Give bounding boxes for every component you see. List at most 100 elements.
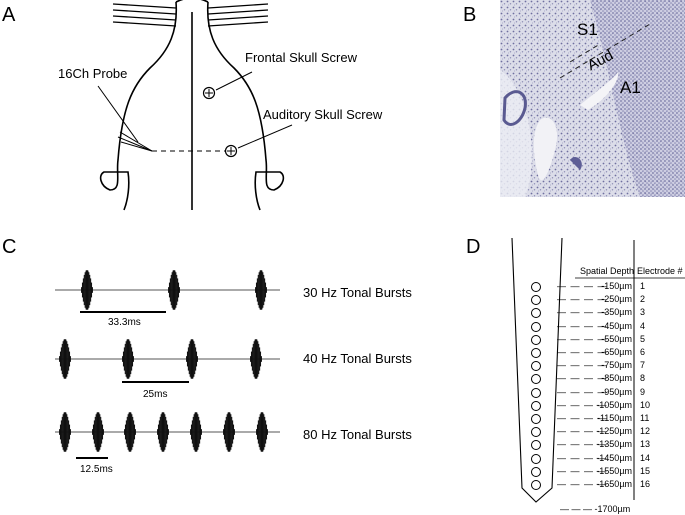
- electrode-depth: -1550µm: [596, 465, 632, 476]
- electrode-site-circle: [531, 400, 541, 411]
- electrode-site-circle: [531, 295, 541, 306]
- tonal-burst: [223, 412, 235, 452]
- electrode-depth: -750µm: [601, 360, 632, 371]
- probe-label: 16Ch Probe: [58, 66, 128, 81]
- electrode-site-circle: [531, 308, 541, 319]
- tonal-burst: [122, 339, 134, 379]
- electrode-depth-dashes: — — — —: [557, 452, 608, 463]
- frontal-skull-screw-label: Frontal Skull Screw: [245, 50, 357, 65]
- electrode-depth-dashes: — — — —: [557, 386, 608, 397]
- electrode-number: 13: [640, 439, 651, 450]
- electrode-site-circle: [531, 387, 541, 398]
- electrode-depth-dashes: — — — —: [557, 465, 608, 476]
- skull-diagram: [97, 0, 293, 211]
- tonal-burst: [255, 270, 267, 310]
- electrode-depth: -1650µm: [596, 479, 632, 489]
- row-30hz-label: 30 Hz Tonal Bursts: [303, 285, 412, 300]
- electrode-depth-dashes: — — — —: [557, 439, 608, 450]
- electrode-number: 1: [640, 281, 646, 291]
- electrode-number: 15: [640, 465, 651, 476]
- electrode-site-circle: [531, 427, 541, 438]
- row-80hz-label: 80 Hz Tonal Bursts: [303, 427, 412, 442]
- panel-d-letter: D: [466, 236, 481, 258]
- histology-image: S1 Aud A1: [500, 0, 685, 197]
- tonal-burst: [157, 412, 169, 452]
- electrode-depth-dashes: — — — —: [557, 426, 608, 437]
- electrode-number: 14: [640, 452, 651, 463]
- electrode-site-circle: [531, 414, 541, 424]
- electrode-number: 7: [640, 360, 646, 371]
- a1-label: A1: [620, 78, 641, 97]
- electrode-depth-dashes: — — — —: [557, 333, 608, 344]
- electrode-depth: -550µm: [601, 333, 632, 344]
- electrode-depth: -250µm: [601, 294, 632, 305]
- panel-b-letter: B: [463, 4, 477, 26]
- electrode-site-circle: [531, 440, 541, 451]
- electrode-site-circle: [531, 453, 541, 464]
- electrode-depth-dashes: — — — —: [557, 281, 608, 291]
- electrode-number: 16: [640, 479, 651, 489]
- electrode-number: 9: [640, 386, 646, 397]
- electrode-number: 12: [640, 426, 651, 437]
- tip-depth-label: — — — -1700µm: [560, 504, 630, 514]
- electrode-depth: -1250µm: [596, 426, 632, 437]
- electrode-number: 11: [640, 413, 650, 423]
- tonal-burst: [59, 339, 71, 379]
- electrode-depth: -350µm: [601, 307, 632, 318]
- electrode-depth-dashes: — — — —: [557, 399, 608, 410]
- electrode-site-circle: [531, 361, 541, 372]
- tonal-burst: [250, 339, 262, 379]
- row-30hz-scale: 33.3ms: [108, 317, 141, 328]
- tonal-burst: [59, 412, 71, 452]
- electrode-depth-dashes: — — — —: [557, 413, 608, 423]
- electrode-site-circle: [531, 282, 541, 292]
- row-40hz-label: 40 Hz Tonal Bursts: [303, 351, 412, 366]
- electrode-depth: -650µm: [601, 347, 632, 357]
- electrode-depth: -1450µm: [596, 452, 632, 463]
- electrode-depth-dashes: — — — —: [557, 373, 608, 384]
- tonal-burst: [92, 412, 104, 452]
- electrode-site-circle: [531, 348, 541, 358]
- electrode-number: 2: [640, 294, 646, 305]
- panel-c-letter: C: [2, 236, 17, 258]
- electrode-site-circle: [531, 374, 541, 385]
- electrode-number: 10: [640, 399, 651, 410]
- tonal-burst: [186, 339, 198, 379]
- row-40hz-scale: 25ms: [143, 389, 168, 400]
- tonal-burst: [256, 412, 268, 452]
- electrode-depth: -1350µm: [596, 439, 632, 450]
- electrode-depth-dashes: — — — —: [557, 360, 608, 371]
- electrode-number: 8: [640, 373, 646, 384]
- depth-header: Spatial Depth: [580, 266, 635, 276]
- electrode-depth: -1050µm: [596, 399, 632, 410]
- electrode-site-circle: [531, 466, 541, 477]
- electrode-depth-dashes: — — — —: [557, 320, 608, 331]
- electrode-depth-dashes: — — — —: [557, 479, 608, 489]
- electrode-number: 4: [640, 320, 646, 331]
- tonal-burst: [190, 412, 202, 452]
- electrode-site-circle: [531, 321, 541, 332]
- s1-label: S1: [577, 20, 598, 39]
- electrode-depth: -1150µm: [596, 413, 632, 423]
- electrode-depth: -850µm: [601, 373, 632, 384]
- tip-dashes: — — —: [560, 504, 595, 514]
- tonal-bursts-diagram: [55, 270, 280, 459]
- electrode-depth: -450µm: [601, 320, 632, 331]
- electrode-number: 5: [640, 333, 646, 344]
- electrode-number: 3: [640, 307, 646, 318]
- electrode-depth-dashes: — — — —: [557, 294, 608, 305]
- tonal-burst: [124, 412, 136, 452]
- electrode-number: 6: [640, 347, 646, 357]
- electrode-depth: -150µm: [601, 281, 632, 291]
- electrode-header: Electrode #: [637, 266, 683, 276]
- electrode-depth-dashes: — — — —: [557, 307, 608, 318]
- electrode-depth-dashes: — — — —: [557, 347, 608, 357]
- electrode-site-circle: [531, 480, 541, 490]
- panel-a-letter: A: [2, 4, 16, 26]
- row-80hz-scale: 12.5ms: [80, 464, 113, 475]
- electrode-site-circle: [531, 334, 541, 345]
- tonal-burst: [168, 270, 180, 310]
- tonal-burst: [81, 270, 93, 310]
- auditory-skull-screw-label: Auditory Skull Screw: [263, 107, 383, 122]
- tip-depth-value: -1700µm: [594, 504, 631, 514]
